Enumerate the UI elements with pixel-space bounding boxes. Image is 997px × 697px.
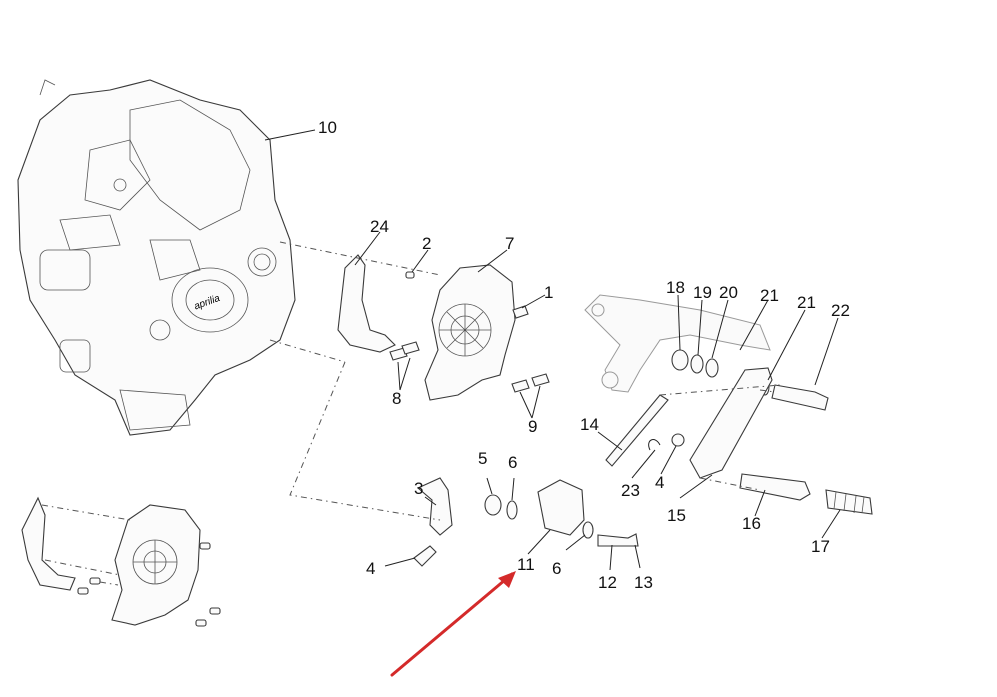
callout-24: 24 <box>370 217 389 236</box>
circlip-23 <box>648 439 661 451</box>
leader-lines <box>264 129 841 571</box>
callout-22: 22 <box>831 301 850 320</box>
gearshift-lever <box>689 367 773 479</box>
washer-6b <box>582 521 594 539</box>
bolt-8b <box>401 341 420 355</box>
footrest-bracket <box>584 294 771 393</box>
callout-2: 2 <box>422 234 431 253</box>
callout-labels: 10 24 2 7 1 8 9 18 19 20 21 21 22 14 23 … <box>318 118 850 592</box>
shift-sensor <box>537 479 585 536</box>
callout-17: 17 <box>811 537 830 556</box>
callout-16: 16 <box>742 514 761 533</box>
callout-15: 15 <box>667 506 686 525</box>
callout-10: 10 <box>318 118 337 137</box>
selector-arm <box>416 477 453 536</box>
bolt-12 <box>597 533 639 547</box>
bushing-5 <box>484 494 502 516</box>
callout-21b: 21 <box>797 293 816 312</box>
dowel-pin <box>405 271 415 279</box>
callout-13: 13 <box>634 573 653 592</box>
callout-19: 19 <box>693 283 712 302</box>
callout-11: 11 <box>517 555 535 574</box>
engine-assembly: aprilia <box>17 79 296 436</box>
washer-20 <box>705 358 719 378</box>
nut-4b <box>671 433 685 447</box>
washer-19 <box>690 354 704 374</box>
gasket <box>337 254 396 353</box>
rubber-peg <box>825 489 873 515</box>
callout-1: 1 <box>544 283 553 302</box>
bolt-9a <box>511 379 530 393</box>
callout-18: 18 <box>666 278 685 297</box>
callout-14: 14 <box>580 415 599 434</box>
alternate-cover-view <box>21 496 221 627</box>
callout-4a: 4 <box>366 559 375 578</box>
callout-20: 20 <box>719 283 738 302</box>
callout-21a: 21 <box>760 286 779 305</box>
bushing-18 <box>671 349 689 371</box>
callout-3: 3 <box>414 479 423 498</box>
callout-4b: 4 <box>655 473 664 492</box>
red-pointer-arrow <box>390 571 516 677</box>
callout-6a: 6 <box>508 453 517 472</box>
callout-23: 23 <box>621 481 640 500</box>
gearshift-rod <box>605 394 669 467</box>
footpeg-shaft <box>739 473 811 501</box>
callout-9: 9 <box>528 417 537 436</box>
callout-7: 7 <box>505 234 514 253</box>
nut-4a <box>413 545 437 567</box>
pivot-pin-22 <box>771 384 829 411</box>
small-parts <box>389 271 873 567</box>
bolt-9b <box>531 373 550 387</box>
engine-side-cover <box>424 264 516 401</box>
callout-8: 8 <box>392 389 401 408</box>
bolt-8a <box>389 347 408 361</box>
bolt-1 <box>512 305 529 319</box>
callout-12: 12 <box>598 573 617 592</box>
callout-5: 5 <box>478 449 487 468</box>
washer-6a <box>506 500 518 520</box>
callout-6b: 6 <box>552 559 561 578</box>
